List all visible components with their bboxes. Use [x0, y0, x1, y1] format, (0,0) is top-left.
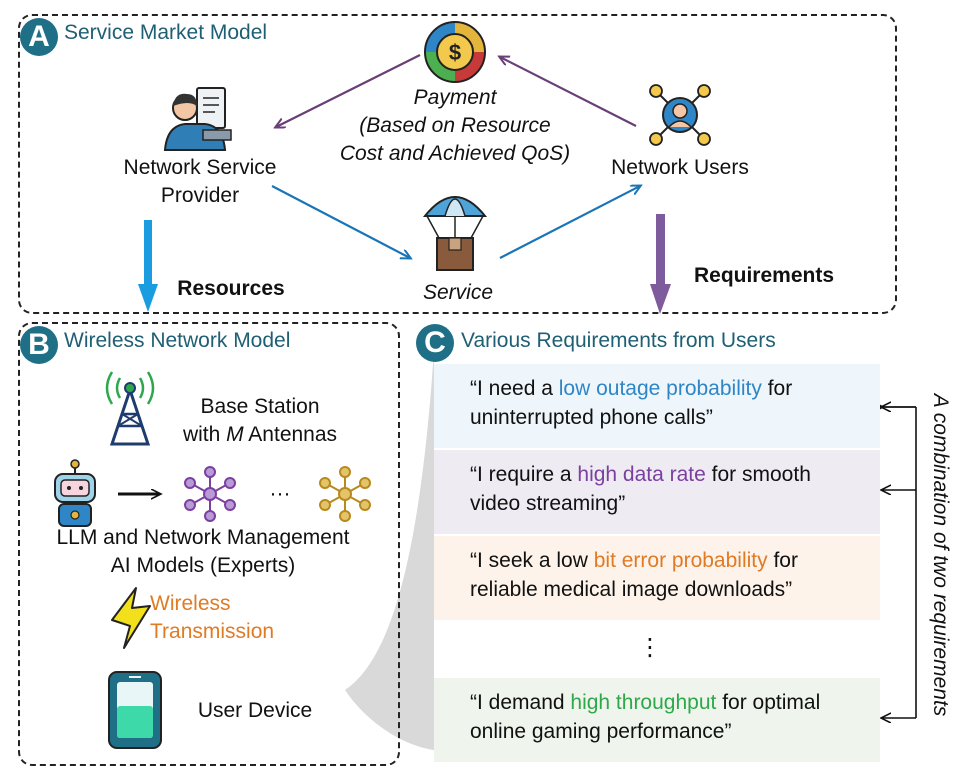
requirements-label: Requirements — [693, 264, 835, 287]
user-device-label: User Device — [197, 699, 313, 722]
panel-a-badge: A — [20, 18, 58, 56]
combination-bracket — [882, 407, 917, 718]
resources-arrow — [138, 220, 158, 312]
payment-arrow-from-users — [500, 57, 637, 127]
resources-label: Resources — [177, 277, 285, 300]
ai-expert-network-icon — [184, 466, 236, 522]
users-label: Network Users — [611, 156, 749, 179]
requirements-arrow — [650, 214, 671, 314]
panel-a-title: Service Market Model — [64, 21, 268, 44]
robot-icon — [54, 459, 96, 527]
base-station-label: Base Station with M Antennas — [182, 395, 338, 446]
request-bit-error: “I seek a low bit error probability for … — [434, 536, 880, 620]
panel-c-badge: C — [416, 324, 454, 362]
payment-arrow-to-provider — [276, 54, 421, 127]
request-outage: “I need a low outage probability for uni… — [434, 364, 880, 448]
combination-label: A combination of two requirements — [929, 393, 952, 717]
wireless-transmission-label: Wireless Transmission — [150, 592, 275, 643]
provider-person-icon — [163, 87, 232, 151]
base-station-icon — [105, 371, 155, 446]
payment-coin-icon: $ — [424, 21, 486, 83]
llm-label: LLM and Network Management AI Models (Ex… — [56, 526, 350, 577]
users-network-icon — [649, 84, 711, 146]
request-data-rate: “I require a high data rate for smooth v… — [434, 450, 880, 534]
experts-ellipsis: ··· — [269, 482, 291, 505]
callout-wedge — [345, 350, 434, 750]
svg-text:$: $ — [449, 40, 461, 65]
requests-vertical-ellipsis: ⋮ — [638, 634, 662, 661]
lightning-icon — [111, 587, 151, 649]
ai-expert-network-icon — [319, 466, 371, 522]
payment-label: Payment (Based on Resource Cost and Achi… — [339, 86, 571, 165]
panel-c-title: Various Requirements from Users — [461, 329, 776, 352]
service-label: Service — [422, 281, 494, 304]
service-parcel-icon — [422, 196, 488, 271]
panel-b-wireless-network — [18, 322, 400, 766]
phone-icon — [108, 671, 162, 749]
service-arrow-to-users — [499, 186, 640, 259]
request-throughput: “I demand high throughput for optimal on… — [434, 678, 880, 762]
provider-label: Network Service Provider — [123, 156, 277, 207]
service-arrow-from-provider — [271, 185, 410, 258]
panel-a-service-market — [18, 14, 897, 314]
panel-b-badge: B — [20, 326, 58, 364]
panel-b-title: Wireless Network Model — [64, 329, 291, 352]
